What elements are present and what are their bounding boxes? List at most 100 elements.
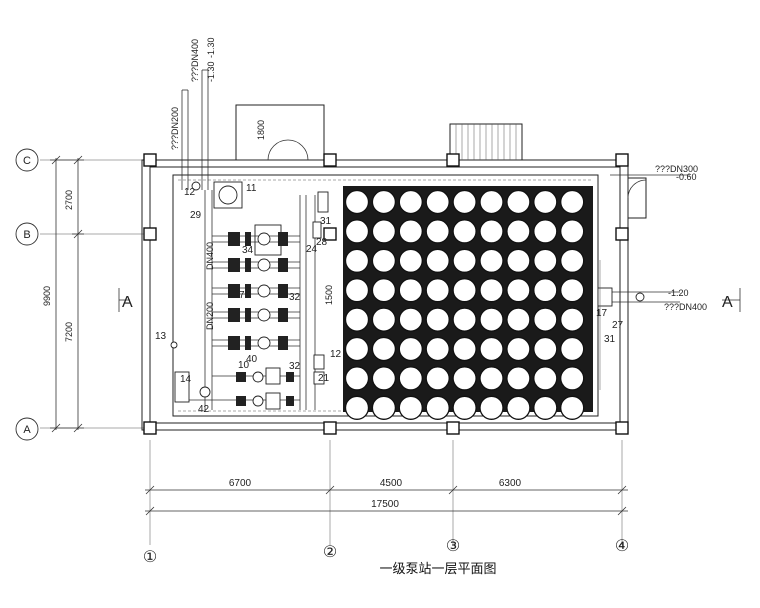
section-marks: A A [118, 288, 741, 312]
water-tank [533, 189, 558, 215]
water-tank [425, 219, 450, 244]
water-tank [452, 219, 477, 244]
pump-row-6 [212, 367, 300, 385]
grid-label-1: ① [143, 549, 157, 566]
water-tank [452, 395, 477, 420]
section-right: A [722, 294, 733, 311]
water-tank [344, 248, 370, 273]
water-tank [560, 395, 585, 420]
horizontal-dimensions: 6700 4500 6300 17500 [145, 478, 628, 516]
right-pipes: ???DN300 -0.60 -1.20 ???DN400 [597, 164, 707, 390]
water-tank [371, 278, 397, 303]
water-tank [344, 307, 370, 332]
water-tank [344, 189, 370, 215]
door-width: 1800 [256, 120, 266, 140]
pump-row-1 [212, 232, 300, 246]
vertical-dimensions: 2700 7200 9900 [42, 155, 84, 433]
grid-label-B: B [23, 229, 30, 241]
svg-text:12: 12 [330, 349, 342, 360]
svg-text:12: 12 [184, 187, 196, 198]
opening-width: 1500 [324, 285, 334, 305]
svg-text:34: 34 [242, 245, 254, 256]
grid-label-A: A [23, 424, 31, 436]
water-tank [398, 219, 423, 244]
water-tank [506, 248, 531, 273]
grid-label-2: ② [323, 544, 337, 561]
dim-9900: 9900 [42, 286, 52, 306]
water-tank [560, 248, 585, 273]
dn-label-2: DN200 [205, 302, 215, 330]
water-tank [452, 248, 477, 273]
water-tank [479, 248, 504, 273]
water-tank [506, 395, 531, 420]
water-tank [344, 336, 370, 362]
water-tank [344, 395, 370, 420]
svg-text:28: 28 [316, 237, 328, 248]
pump-row-3 [212, 284, 300, 298]
svg-text:21: 21 [318, 373, 330, 384]
water-tank [398, 336, 423, 362]
water-tank [479, 307, 504, 332]
svg-text:40: 40 [246, 354, 258, 365]
grid-bubble-B [15, 222, 39, 246]
grid-bubbles: C B A ① ② ③ ④ [15, 148, 629, 566]
svg-text:32: 32 [289, 361, 301, 372]
water-tank [398, 366, 423, 391]
water-tank [479, 189, 504, 215]
water-tank [452, 189, 477, 215]
water-tank [425, 366, 450, 391]
water-tank [398, 248, 423, 273]
svg-text:32: 32 [289, 292, 301, 303]
water-tank [452, 366, 477, 391]
water-tank [533, 336, 558, 362]
svg-text:31: 31 [604, 334, 616, 345]
water-tank [506, 278, 531, 303]
water-tank [506, 219, 531, 244]
dim-2700: 2700 [64, 190, 74, 210]
water-tank [533, 395, 558, 420]
water-tank-matrix [344, 189, 585, 420]
water-tank [452, 336, 477, 362]
svg-text:7: 7 [239, 290, 245, 301]
water-tank [533, 278, 558, 303]
top-pipe-elev: -1.30 [206, 61, 216, 82]
water-tank [560, 189, 585, 215]
water-tank [398, 278, 423, 303]
water-tank [506, 336, 531, 362]
water-tank [560, 366, 585, 391]
svg-text:10: 10 [238, 360, 250, 371]
top-pipe-label: ???DN400 [190, 39, 200, 82]
grid-label-4: ④ [615, 538, 629, 555]
dim-7200: 7200 [64, 322, 74, 342]
water-tank [560, 307, 585, 332]
svg-text:14: 14 [180, 374, 192, 385]
grid-bubble-C [15, 148, 39, 172]
pipe-risers: ???DN200 ???DN400 -1.30 -1.30 [170, 37, 216, 190]
top-pipe-elev2: -1.30 [206, 37, 216, 58]
water-tank [452, 278, 477, 303]
left-pipe-label: ???DN200 [170, 107, 180, 150]
water-tank [533, 307, 558, 332]
svg-text:42: 42 [198, 404, 210, 415]
structural-columns [143, 153, 629, 435]
dim-4500: 4500 [380, 478, 403, 489]
water-tank [479, 336, 504, 362]
water-tank [398, 189, 423, 215]
grid-label-C: C [23, 155, 31, 167]
svg-text:29: 29 [190, 210, 202, 221]
dim-6700: 6700 [229, 478, 252, 489]
water-tank [425, 395, 450, 420]
water-tank [506, 366, 531, 391]
water-tank [398, 395, 423, 420]
right-mid-elev: -1.20 [668, 288, 689, 298]
water-tank [479, 278, 504, 303]
svg-text:31: 31 [320, 216, 332, 227]
water-tank [371, 395, 397, 420]
water-tank [479, 219, 504, 244]
pump-row-7 [180, 392, 300, 410]
water-tank [371, 366, 397, 391]
water-tank [398, 307, 423, 332]
svg-text:11: 11 [246, 183, 257, 194]
water-tank [560, 336, 585, 362]
water-tank [479, 366, 504, 391]
